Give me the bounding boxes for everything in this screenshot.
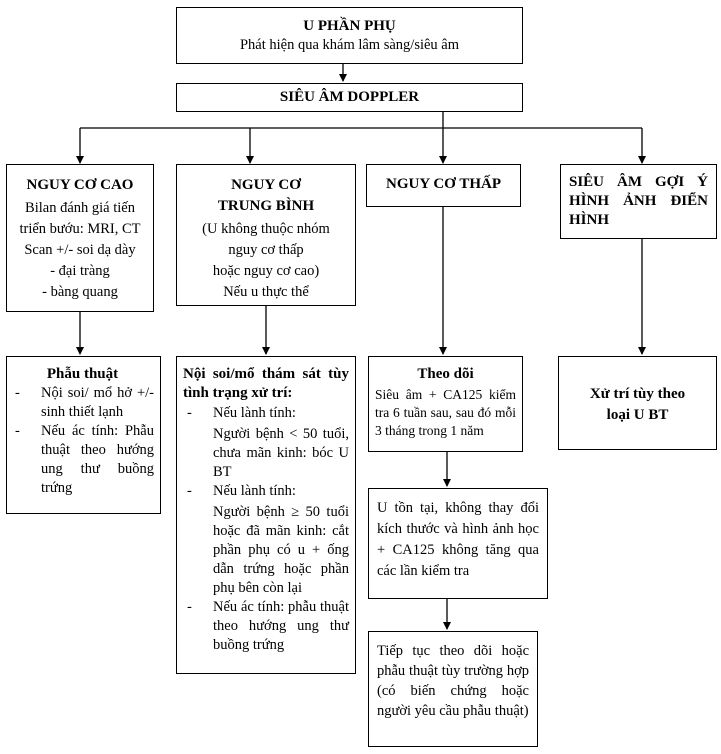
low-risk-title: NGUY CƠ THẤP bbox=[385, 176, 501, 192]
treat-line: Xử trí tùy theo bbox=[589, 386, 686, 402]
mid-risk-line: hoặc nguy cơ cao) bbox=[212, 263, 320, 279]
mid-risk-title: TRUNG BÌNH bbox=[217, 198, 315, 214]
treat-box: Xử trí tùy theo loại U BT bbox=[558, 356, 717, 450]
endoscopy-item: Nếu lành tính: bbox=[183, 404, 349, 423]
persist-box: U tồn tại, không thay đổi kích thước và … bbox=[368, 488, 548, 599]
follow-text: Siêu âm + CA125 kiểm tra 6 tuần sau, sau… bbox=[375, 387, 516, 438]
endoscopy-item-detail: Người bệnh < 50 tuổi, chưa mãn kinh: bóc… bbox=[213, 426, 349, 480]
persist-text: U tồn tại, không thay đổi kích thước và … bbox=[377, 500, 539, 579]
endoscopy-box: Nội soi/mổ thám sát tùy tình trạng xử tr… bbox=[176, 356, 356, 674]
endoscopy-title: Nội soi/mổ thám sát tùy tình trạng xử tr… bbox=[183, 366, 349, 401]
high-risk-line: Scan +/- soi dạ dày bbox=[24, 242, 136, 258]
mid-risk-line: nguy cơ thấp bbox=[228, 242, 304, 258]
typical-box: SIÊU ÂM GỢI Ý HÌNH ẢNH ĐIỂN HÌNH bbox=[560, 164, 717, 239]
follow-box: Theo dõi Siêu âm + CA125 kiểm tra 6 tuần… bbox=[368, 356, 523, 452]
mid-risk-line: Nếu u thực thể bbox=[223, 284, 309, 300]
typical-title: SIÊU ÂM GỢI Ý HÌNH ẢNH ĐIỂN HÌNH bbox=[569, 174, 708, 228]
top-title: U PHẦN PHỤ bbox=[303, 18, 396, 34]
doppler-title: SIÊU ÂM DOPPLER bbox=[279, 89, 420, 105]
surgery-title: Phẫu thuật bbox=[46, 366, 119, 382]
high-risk-line: triển bướu: MRI, CT bbox=[19, 221, 141, 237]
endoscopy-item: Nếu lành tính: bbox=[183, 482, 349, 501]
high-risk-line: - bàng quang bbox=[42, 284, 118, 300]
top-box: U PHẦN PHỤ Phát hiện qua khám lâm sàng/s… bbox=[176, 7, 523, 64]
mid-risk-box: NGUY CƠ TRUNG BÌNH (U không thuộc nhóm n… bbox=[176, 164, 356, 306]
endoscopy-item-detail: Người bệnh ≥ 50 tuổi hoặc đã mãn kinh: c… bbox=[213, 504, 349, 596]
mid-risk-line: (U không thuộc nhóm bbox=[202, 221, 330, 237]
high-risk-box: NGUY CƠ CAO Bilan đánh giá tiến triển bư… bbox=[6, 164, 154, 312]
low-risk-box: NGUY CƠ THẤP bbox=[366, 164, 521, 207]
continue-box: Tiếp tục theo dõi hoặc phẫu thuật tùy tr… bbox=[368, 631, 538, 747]
mid-risk-title: NGUY CƠ bbox=[231, 177, 301, 193]
surgery-item: Nếu ác tính: Phẫu thuật theo hướng ung t… bbox=[11, 422, 154, 498]
treat-line: loại U BT bbox=[606, 407, 669, 423]
follow-title: Theo dõi bbox=[417, 366, 474, 382]
high-risk-line: Bilan đánh giá tiến bbox=[25, 200, 135, 216]
high-risk-title: NGUY CƠ CAO bbox=[26, 177, 134, 193]
continue-text: Tiếp tục theo dõi hoặc phẫu thuật tùy tr… bbox=[377, 643, 529, 719]
endoscopy-item: Nếu ác tính: phẫu thuật theo hướng ung t… bbox=[183, 598, 349, 655]
surgery-item: Nội soi/ mổ hở +/- sinh thiết lạnh bbox=[11, 384, 154, 422]
top-subtitle: Phát hiện qua khám lâm sàng/siêu âm bbox=[239, 37, 460, 53]
surgery-box: Phẫu thuật Nội soi/ mổ hở +/- sinh thiết… bbox=[6, 356, 161, 514]
high-risk-line: - đại tràng bbox=[50, 263, 110, 279]
doppler-box: SIÊU ÂM DOPPLER bbox=[176, 83, 523, 112]
